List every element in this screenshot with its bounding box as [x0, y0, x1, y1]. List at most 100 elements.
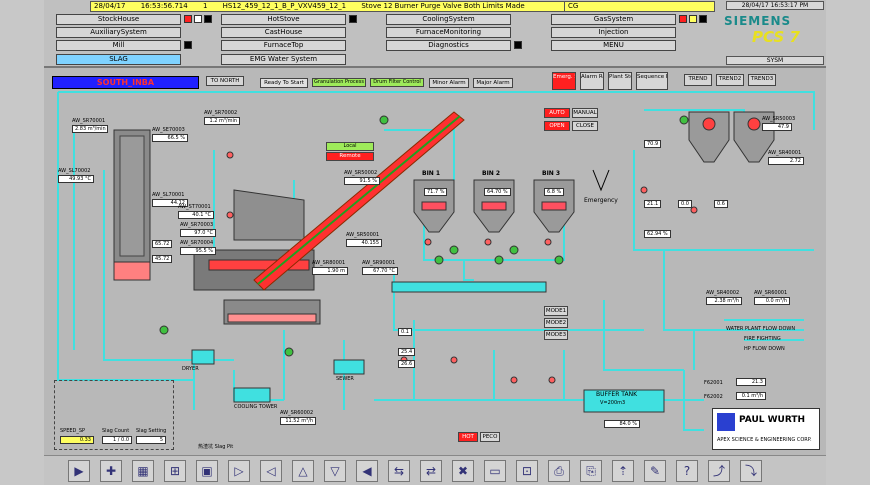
nav-casthouse[interactable]: CastHouse	[221, 27, 346, 38]
buffer-label: BUFFER TANK	[596, 391, 638, 398]
nav-emg-water[interactable]: EMG Water System	[221, 54, 346, 65]
toolbar-btn-13-icon[interactable]: ✖	[452, 460, 474, 482]
open-button[interactable]: OPEN	[544, 121, 570, 131]
nav-furnacetop[interactable]: FurnaceTop	[221, 40, 346, 51]
value-17: 70.9	[644, 140, 662, 148]
toolbar-btn-3-icon[interactable]: ▦	[132, 460, 154, 482]
toolbar-btn-5-icon[interactable]: ▣	[196, 460, 218, 482]
tag-aw-sr50002: AW_SR50002	[344, 170, 378, 176]
tag-aw-sr70003: AW_SR70003	[180, 222, 214, 228]
value-23: 0.0	[678, 200, 692, 208]
header: 28/04/17 16:53:56.714 1 HS12_459_12_1_B_…	[44, 0, 826, 68]
value-31: 21.3	[736, 378, 766, 386]
bin1-level: 71.7 %	[424, 188, 448, 196]
trend3-button[interactable]: TREND3	[748, 74, 776, 86]
slag-setting-value[interactable]: 5	[136, 436, 166, 444]
trend-button[interactable]: TREND	[684, 74, 712, 86]
toolbar-btn-22-icon[interactable]: ⤵	[740, 460, 762, 482]
toolbar-btn-19-icon[interactable]: ✎	[644, 460, 666, 482]
to-north-button[interactable]: TO NORTH	[206, 76, 244, 86]
mode3-button[interactable]: MODE3	[544, 330, 568, 340]
nav-menu[interactable]: MENU	[551, 40, 676, 51]
toolbar-btn-7-icon[interactable]: ◁	[260, 460, 282, 482]
peco-button[interactable]: PECO	[480, 432, 500, 442]
speed-label: SPEED_SP	[60, 428, 86, 434]
nav-auxiliarysystem[interactable]: AuxiliarySystem	[56, 27, 181, 38]
toolbar-btn-1-icon[interactable]: ▶	[68, 460, 90, 482]
toolbar-btn-12-icon[interactable]: ⇄	[420, 460, 442, 482]
paul-wurth-mark-icon	[717, 413, 735, 431]
nav-hotstove[interactable]: HotStove	[221, 14, 346, 25]
toolbar-btn-17-icon[interactable]: ⎘	[580, 460, 602, 482]
paul-wurth-logo: PAUL WURTH APEX SCIENCE & ENGINEERING CO…	[712, 408, 820, 450]
mill-state-icon	[184, 41, 192, 49]
toolbar-btn-2-icon[interactable]: ✚	[100, 460, 122, 482]
toolbar-btn-11-icon[interactable]: ⇆	[388, 460, 410, 482]
stockhouse-alarm-icon	[184, 15, 192, 23]
nav-stockhouse[interactable]: StockHouse	[56, 14, 181, 25]
toolbar-btn-14-icon[interactable]: ▭	[484, 460, 506, 482]
tag-aw-se70003: AW_SE70003	[152, 127, 185, 133]
gas-state-icon	[699, 15, 707, 23]
slag-pit-label: 热渣坑 Slag Pit	[198, 444, 234, 450]
sequence-reset-button[interactable]: Sequence Reset	[636, 72, 668, 90]
toolbar-btn-16-icon[interactable]: ⎙	[548, 460, 570, 482]
pcs7-logo: PCS 7	[752, 28, 800, 46]
nav-slag[interactable]: SLAG	[56, 54, 181, 65]
slag-setting-label: Slag Setting	[136, 428, 167, 434]
value-4: 49.93 °C	[58, 175, 94, 183]
nav-coolingsystem[interactable]: CoolingSystem	[386, 14, 511, 25]
manual-button[interactable]: MANUAL	[572, 108, 598, 118]
bin3-level: 6.8 %	[544, 188, 565, 196]
alarm-reset-button[interactable]: Alarm Reset	[580, 72, 604, 90]
toolbar-btn-20-icon[interactable]: ?	[676, 460, 698, 482]
valves	[226, 151, 698, 384]
toolbar-btn-9-icon[interactable]: ▽	[324, 460, 346, 482]
nav-diagnostics[interactable]: Diagnostics	[386, 40, 511, 51]
toolbar-btn-21-icon[interactable]: ⤴	[708, 460, 730, 482]
mode2-button[interactable]: MODE2	[544, 318, 568, 328]
value-16: 45.72	[152, 255, 173, 263]
system-box[interactable]: SYSM	[726, 56, 824, 65]
value-18: 62.94 %	[644, 230, 671, 238]
toolbar-btn-10-icon[interactable]: ◀	[356, 460, 378, 482]
cooling-label: COOLING TOWER	[234, 404, 278, 410]
stockhouse-warn-icon	[194, 15, 202, 23]
granulation-status: Granulation Process	[312, 78, 366, 87]
tag-aw-st70001: AW_ST70001	[178, 204, 211, 210]
toolbar-btn-4-icon[interactable]: ⊞	[164, 460, 186, 482]
tag-aw-sr40001: AW_SR40001	[768, 150, 802, 156]
value-20: 11.52 m³/h	[280, 417, 316, 425]
nav-furnacemonitoring[interactable]: FurnaceMonitoring	[386, 27, 511, 38]
value-12: 40.155	[346, 239, 382, 247]
tag-aw-sr70001: AW_SR70001	[72, 118, 106, 124]
nav-gassystem[interactable]: GasSystem	[551, 14, 676, 25]
gas-warn-icon	[689, 15, 697, 23]
tag-aw-sr50001: AW_SR50001	[346, 232, 380, 238]
value-24: 0.6	[714, 200, 728, 208]
tag-aw-sr60001: AW_SR60001	[754, 290, 788, 296]
tag-aw-sr70002: AW_SR70002	[204, 110, 238, 116]
diag-state-icon	[514, 41, 522, 49]
mode1-button[interactable]: MODE1	[544, 306, 568, 316]
plant-stop-button[interactable]: Plant Stop	[608, 72, 632, 90]
value-32: 0.1 m³/h	[736, 392, 766, 400]
cooling-tank	[233, 387, 271, 403]
clock: 28/04/17 16:53:17 PM	[726, 1, 824, 10]
dryer-label: DRYER	[182, 366, 199, 372]
auto-button[interactable]: AUTO	[544, 108, 570, 118]
slag-count-value: 1 / 0.0	[102, 436, 132, 444]
toolbar-btn-8-icon[interactable]: △	[292, 460, 314, 482]
nav-injection[interactable]: Injection	[551, 27, 676, 38]
toolbar-btn-18-icon[interactable]: ⇡	[612, 460, 634, 482]
nav-mill[interactable]: Mill	[56, 40, 181, 51]
toolbar-btn-15-icon[interactable]: ⊡	[516, 460, 538, 482]
close-button[interactable]: CLOSE	[572, 121, 598, 131]
toolbar-btn-6-icon[interactable]: ▷	[228, 460, 250, 482]
speed-value[interactable]: 0.33	[60, 436, 94, 444]
value-8: 95.5 %	[180, 247, 216, 255]
hot-indicator: HOT	[458, 432, 478, 442]
trend2-button[interactable]: TREND2	[716, 74, 744, 86]
emergency-stop-button[interactable]: Emerg. Stop	[552, 72, 576, 90]
emergency-chute	[592, 169, 610, 192]
